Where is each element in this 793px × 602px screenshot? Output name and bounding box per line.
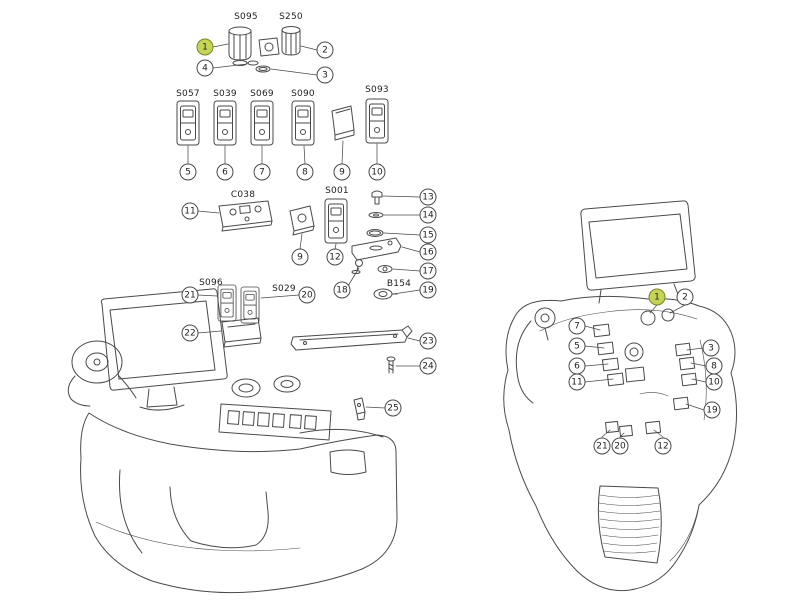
part-label-s039: S039 [213,89,237,99]
callout-top-6[interactable]: 6 [216,163,234,181]
part-switch-22 [221,317,262,348]
part-label-s090: S090 [291,89,315,99]
part-washer-14 [368,212,384,218]
callout-top-5[interactable]: 5 [179,163,197,181]
part-label-b154: B154 [386,279,412,289]
part-label-s001: S001 [325,186,349,196]
part-switch-s090 [291,100,315,146]
callout-top-3[interactable]: 3 [316,66,334,84]
callout-right-2[interactable]: 2 [676,288,694,306]
callout-right-6[interactable]: 6 [568,357,586,375]
callout-top-23[interactable]: 23 [419,332,437,350]
callout-top-12[interactable]: 12 [326,248,344,266]
part-label-s057: S057 [176,89,200,99]
part-keypad [289,205,315,236]
callout-right-1[interactable]: 1 [648,288,666,306]
callout-right-7[interactable]: 7 [568,317,586,335]
part-label-c038: C038 [230,190,256,200]
part-oring-15 [366,229,384,237]
callout-right-21[interactable]: 21 [593,437,611,455]
part-label-s093: S093 [365,85,389,95]
part-label-s096: S096 [199,278,223,288]
callout-top-13[interactable]: 13 [419,188,437,206]
callout-top-8[interactable]: 8 [296,163,314,181]
part-sensor-25 [353,397,366,421]
callout-right-20[interactable]: 20 [611,437,629,455]
part-switch-s001 [324,198,348,244]
callout-right-10[interactable]: 10 [705,373,723,391]
callout-top-4[interactable]: 4 [196,59,214,77]
leader-lines [187,43,707,438]
callout-top-10[interactable]: 10 [368,163,386,181]
console-right-illustration [503,200,738,592]
callout-top-19[interactable]: 19 [419,281,437,299]
callout-right-3[interactable]: 3 [702,339,720,357]
part-label-s095: S095 [234,12,258,22]
part-nut-17 [377,265,393,273]
callout-top-16[interactable]: 16 [419,243,437,261]
callout-top-14[interactable]: 14 [419,206,437,224]
part-switch-s093 [365,98,389,144]
console-left-illustration [67,288,398,594]
callout-right-12[interactable]: 12 [654,437,672,455]
part-washer-4 [247,60,259,66]
part-switch-s069 [250,100,274,146]
callout-top-9-11[interactable]: 9 [291,248,309,266]
callout-top-17[interactable]: 17 [419,262,437,280]
part-ballstud-18 [351,259,363,274]
part-label-s029: S029 [272,284,296,294]
callout-top-15[interactable]: 15 [419,226,437,244]
part-switch-s096-b [240,286,260,324]
callout-top-1[interactable]: 1 [196,38,214,56]
part-bracket [258,37,280,57]
callout-top-2[interactable]: 2 [316,41,334,59]
callout-top-9[interactable]: 9 [333,163,351,181]
part-bracket-16 [351,237,402,261]
callout-right-8[interactable]: 8 [705,357,723,375]
part-rail-23 [290,325,413,351]
callout-right-11[interactable]: 11 [568,373,586,391]
part-knob-s250 [281,26,301,56]
callout-top-25[interactable]: 25 [384,399,402,417]
part-switch-s057 [176,100,200,146]
callout-top-7[interactable]: 7 [253,163,271,181]
part-knob-s095 [228,26,252,66]
callout-top-22[interactable]: 22 [181,324,199,342]
part-ring-3 [255,65,271,73]
callout-top-11[interactable]: 11 [181,202,199,220]
part-blank-plug [331,105,355,141]
part-module-c038 [218,200,273,232]
part-label-s069: S069 [250,89,274,99]
callout-top-21[interactable]: 21 [181,286,199,304]
callout-top-18[interactable]: 18 [333,281,351,299]
callout-right-5[interactable]: 5 [568,337,586,355]
part-switch-s039 [213,100,237,146]
part-screw-13 [371,190,383,205]
callout-top-24[interactable]: 24 [419,357,437,375]
part-switch-s096-a [217,284,237,322]
part-label-s250: S250 [279,12,303,22]
callout-right-19[interactable]: 19 [703,401,721,419]
callout-top-20[interactable]: 20 [298,286,316,304]
part-screw-24 [386,356,396,374]
